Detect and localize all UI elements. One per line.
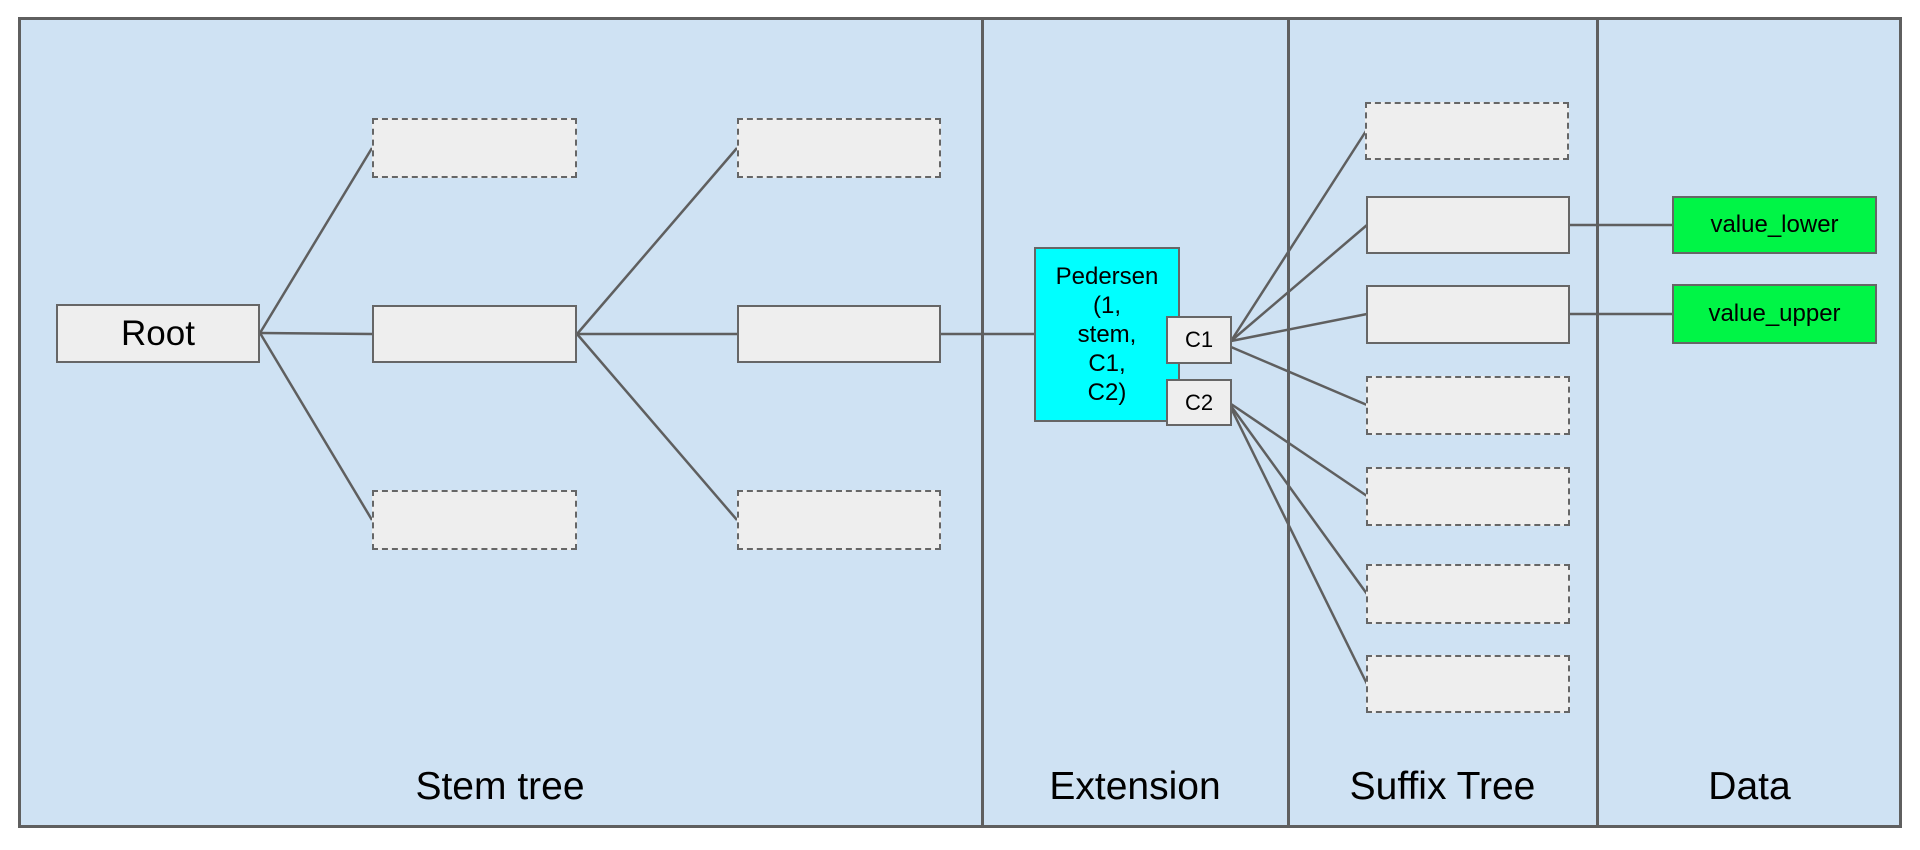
pedersen-label-line-4: C1, (1088, 350, 1126, 377)
value-lower-node: value_lower (1672, 196, 1877, 254)
suffix-placeholder-5 (1366, 467, 1570, 526)
pedersen-label-line-2: (1, (1092, 292, 1121, 319)
stem-placeholder-bottom-2 (737, 490, 941, 550)
edge-c1-to-suffix-node-1 (1229, 130, 1368, 342)
c2-node-label: C2 (1184, 389, 1214, 415)
pedersen-label-line-1: Pedersen (1055, 263, 1159, 290)
edge-root-to-stem-placeholder-top-1 (258, 147, 374, 334)
section-label-data: Data (1708, 765, 1791, 808)
stem-placeholder-top-2 (737, 118, 941, 178)
divider-stem-extension (981, 17, 984, 828)
section-label-stem-tree: Stem tree (415, 765, 585, 808)
value-upper-node: value_upper (1672, 284, 1877, 344)
suffix-placeholder-1 (1365, 102, 1569, 160)
edge-stem-node-1-to-stem-placeholder-top-2 (576, 147, 738, 335)
section-label-extension: Extension (1049, 765, 1221, 808)
suffix-node-3 (1366, 285, 1570, 344)
stem-node-2 (737, 305, 941, 363)
c1-node-label: C1 (1184, 327, 1214, 352)
value-upper-label: value_upper (1708, 300, 1841, 327)
c2-node: C2 (1166, 379, 1232, 426)
suffix-placeholder-4 (1366, 376, 1570, 435)
divider-suffix-data (1596, 17, 1599, 828)
edge-c1-to-suffix-node-2 (1230, 224, 1368, 342)
edge-c2-to-suffix-node-5 (1230, 402, 1368, 498)
section-label-suffix-tree: Suffix Tree (1349, 765, 1536, 808)
edge-root-to-stem-node-1 (259, 331, 373, 336)
pedersen-label-line-3: stem, (1077, 321, 1137, 348)
suffix-placeholder-6 (1366, 564, 1570, 624)
stem-placeholder-top-1 (372, 118, 577, 178)
root-node: Root (56, 304, 260, 363)
edge-c1-to-suffix-node-4 (1230, 345, 1368, 407)
c1-node: C1 (1166, 316, 1232, 364)
edge-c2-to-suffix-node-6 (1229, 405, 1369, 595)
divider-extension-suffix (1287, 17, 1290, 828)
edge-stem-node-1-to-stem-placeholder-bottom-2 (576, 333, 738, 521)
root-node-label: Root (121, 313, 195, 353)
suffix-placeholder-7 (1366, 655, 1570, 713)
diagram-frame (18, 17, 1902, 828)
pedersen-label-line-5: C2) (1087, 379, 1127, 406)
suffix-node-2 (1366, 196, 1570, 254)
edge-c2-to-suffix-node-7 (1229, 407, 1369, 685)
stem-node-1 (372, 305, 577, 363)
edge-c1-to-suffix-node-3 (1230, 312, 1368, 343)
pedersen-commitment-node: Pedersen (1, stem, C1, C2) (1034, 247, 1180, 422)
value-lower-label: value_lower (1710, 211, 1839, 238)
stem-placeholder-bottom-1 (372, 490, 577, 550)
edge-root-to-stem-placeholder-bottom-1 (258, 332, 374, 521)
